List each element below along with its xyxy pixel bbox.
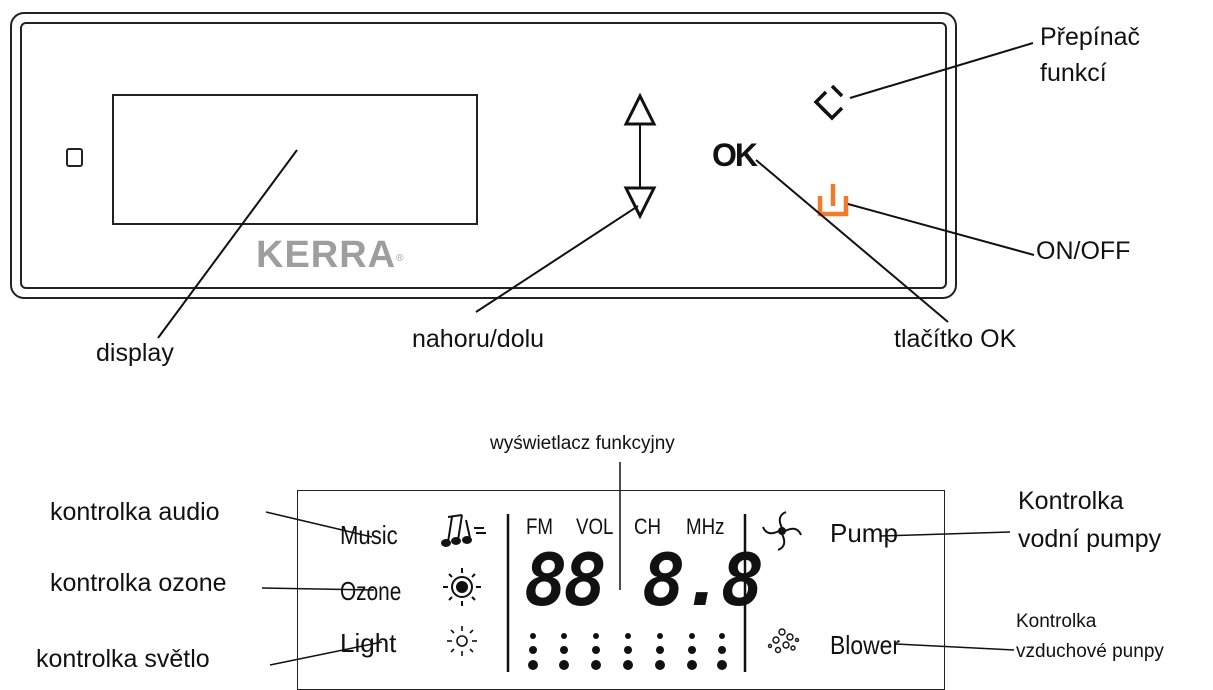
ok-button[interactable]: OK	[712, 137, 758, 173]
leader-water-pump	[879, 531, 1011, 537]
lcd-digits: 88 8.8	[524, 538, 764, 622]
up-arrow-icon[interactable]	[623, 92, 657, 126]
leader-air-pump	[895, 643, 1015, 651]
label-audio-indicator: kontrolka audio	[50, 498, 220, 526]
label-up-down: nahoru/dolu	[412, 325, 545, 353]
lcd-blower: Blower	[830, 630, 900, 660]
lcd-mhz: MHz	[686, 514, 725, 539]
leader-up-down	[475, 205, 639, 313]
label-ozone-indicator: kontrolka ozone	[50, 569, 227, 597]
label-on-off: ON/OFF	[1036, 237, 1131, 265]
status-led-indicator	[66, 148, 83, 167]
label-function-switch-line1: Přepínač	[1040, 23, 1141, 51]
lcd-pump: Pump	[830, 518, 898, 548]
leader-audio	[265, 511, 373, 538]
label-water-pump-line1: Kontrolka	[1018, 487, 1124, 515]
leader-display	[157, 149, 298, 339]
ozone-icon	[443, 568, 481, 606]
lcd-music: Music	[340, 520, 398, 550]
lcd-ozone: Ozone	[340, 576, 402, 606]
label-water-pump-line2: vodní pumpy	[1018, 525, 1162, 553]
label-air-pump-line2: vzduchové punpy	[1016, 641, 1164, 662]
power-icon[interactable]	[817, 184, 849, 217]
control-panel-face	[20, 22, 947, 289]
label-function-switch-line2: funkcí	[1040, 59, 1107, 87]
leader-ok	[755, 159, 949, 323]
display-window	[112, 94, 478, 225]
lcd-ch: CH	[634, 514, 662, 539]
label-ok-button: tlačítko OK	[894, 325, 1017, 353]
label-display: display	[96, 339, 174, 367]
label-function-display: wyświetlacz funkcyjny	[490, 433, 675, 454]
fan-icon	[762, 511, 802, 551]
label-light-indicator: kontrolka světlo	[36, 645, 210, 673]
light-bulb-icon	[447, 626, 477, 656]
lcd-vol: VOL	[576, 514, 614, 539]
music-note-icon	[441, 514, 486, 547]
down-arrow-icon[interactable]	[623, 186, 657, 220]
bubbles-icon	[767, 628, 800, 654]
leader-ozone	[261, 587, 375, 591]
leader-power	[847, 203, 1035, 256]
leader-light	[269, 641, 383, 666]
lcd-light: Light	[340, 628, 397, 658]
brand-logo: KERRA®	[256, 234, 405, 276]
label-air-pump-line1: Kontrolka	[1016, 611, 1097, 632]
leader-mode-switch	[849, 42, 1034, 99]
mode-switch-icon[interactable]	[813, 84, 844, 121]
control-panel-outline	[10, 12, 957, 299]
lcd-level-dots	[524, 628, 738, 672]
lcd-fm: FM	[526, 514, 554, 539]
